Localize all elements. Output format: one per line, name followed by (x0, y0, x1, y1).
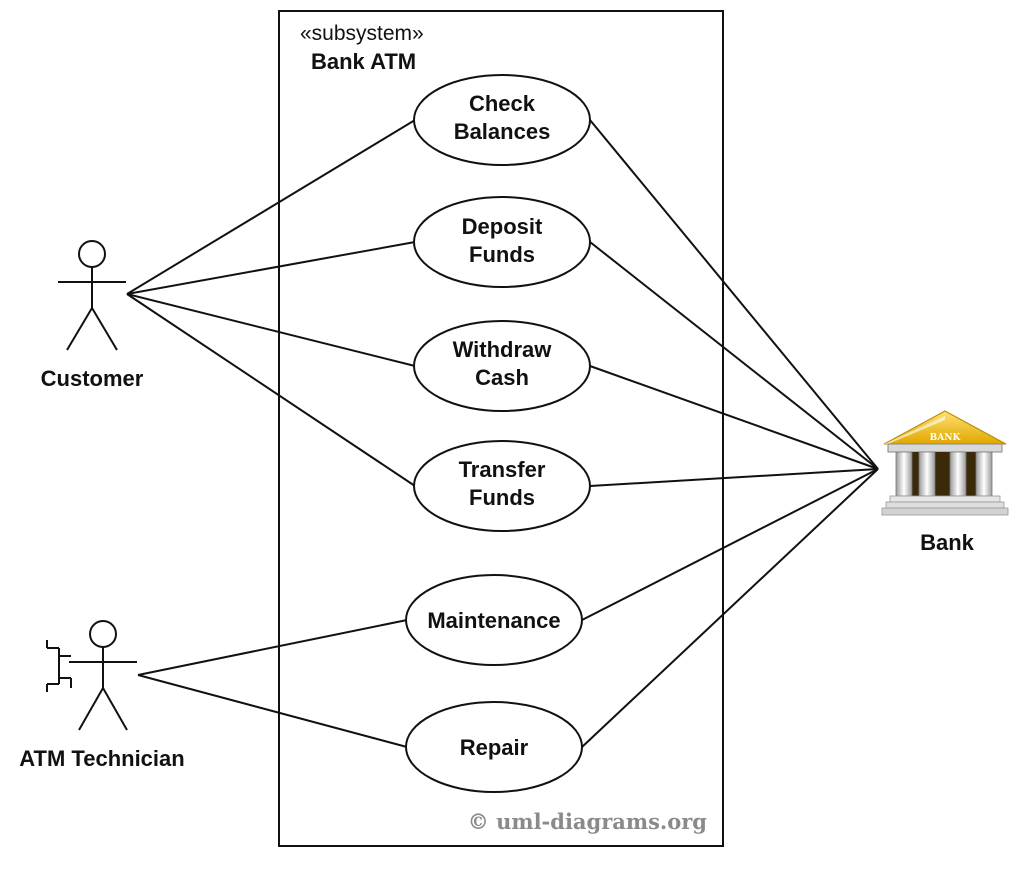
subsystem-stereotype: «subsystem» (300, 22, 424, 45)
customer-actor: Customer (41, 240, 144, 391)
bank-sign: BANK (930, 433, 962, 443)
use-case-withdraw-cash: Withdraw Cash (413, 320, 591, 412)
association-line (589, 241, 879, 470)
use-case-deposit-funds: Deposit Funds (413, 196, 591, 288)
subsystem-boundary (278, 10, 724, 847)
use-case-label: Cash (475, 365, 529, 390)
use-case-ellipse (413, 196, 591, 288)
association-line (581, 468, 879, 748)
use-case-ellipse (405, 574, 583, 666)
association-line (137, 674, 408, 748)
use-case-label: Funds (469, 242, 535, 267)
use-case-ellipse (405, 701, 583, 793)
technician-actor: ATM Technician (19, 620, 185, 771)
use-case-label: Transfer (459, 457, 546, 482)
use-case-label: Funds (469, 485, 535, 510)
use-case-maintenance: Maintenance (405, 574, 583, 666)
association-line (589, 468, 879, 487)
use-case-check-balances: Check Balances (413, 74, 591, 166)
technician-label: ATM Technician (19, 746, 184, 771)
customer-label: Customer (41, 366, 144, 391)
subsystem-name: Bank ATM (311, 49, 416, 74)
technician-associations (137, 619, 408, 748)
technician-figure-icon (69, 620, 137, 731)
watermark: © uml-diagrams.org (468, 809, 708, 834)
wrench-icon (46, 640, 72, 692)
association-line (137, 619, 408, 676)
bank-actor: BANK Bank (881, 410, 1009, 555)
use-case-ellipse (413, 74, 591, 166)
stick-figure-icon (58, 240, 126, 351)
association-line (126, 293, 416, 487)
association-line (589, 119, 879, 470)
use-case-transfer-funds: Transfer Funds (413, 440, 591, 532)
use-case-label: Repair (460, 735, 529, 760)
customer-associations (126, 119, 416, 487)
use-case-ellipse (413, 440, 591, 532)
association-line (126, 293, 416, 367)
use-case-label: Check (469, 91, 536, 116)
use-case-label: Balances (454, 119, 551, 144)
use-case-label: Withdraw (453, 337, 553, 362)
bank-label: Bank (920, 530, 975, 555)
use-case-ellipse (413, 320, 591, 412)
bank-building-icon: BANK (881, 410, 1009, 516)
use-case-label: Maintenance (427, 608, 560, 633)
association-line (126, 119, 416, 295)
bank-associations (581, 119, 879, 748)
association-line (126, 241, 416, 295)
association-line (581, 468, 879, 621)
use-case-label: Deposit (462, 214, 543, 239)
use-case-repair: Repair (405, 701, 583, 793)
association-line (589, 365, 879, 470)
